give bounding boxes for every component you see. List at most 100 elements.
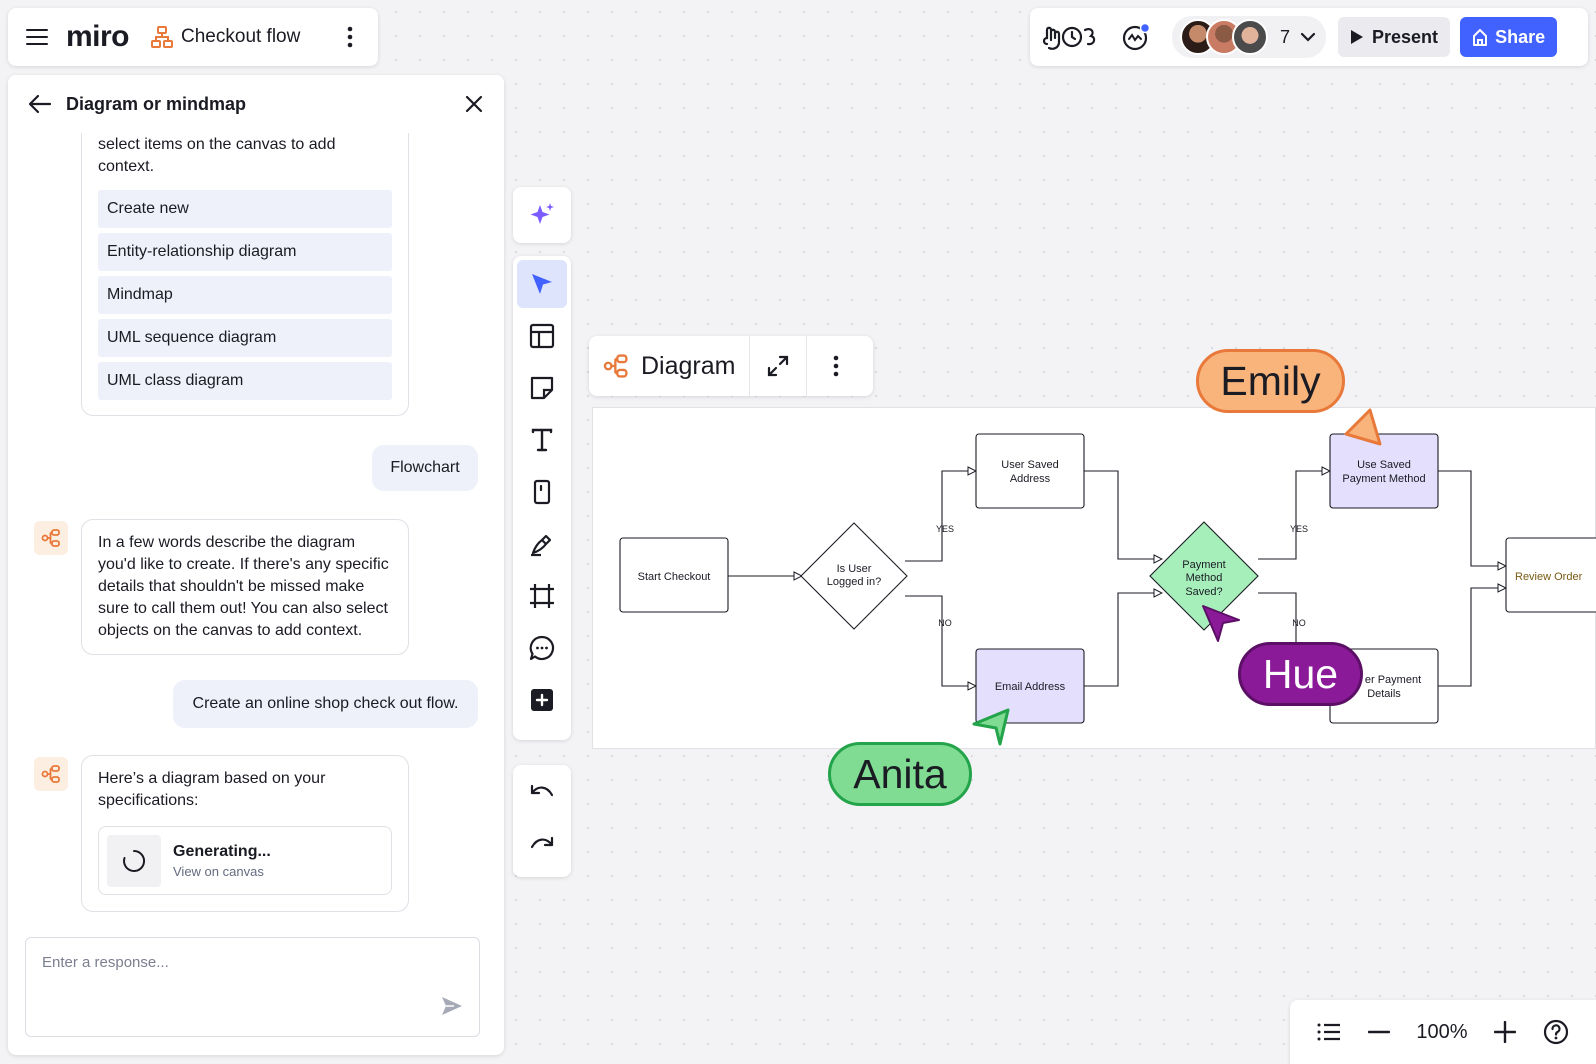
yes-label: YES — [936, 524, 954, 534]
reactions-icon[interactable] — [1040, 17, 1100, 57]
user-message-request: Create an online shop check out flow. — [173, 680, 478, 728]
select-tool[interactable] — [517, 260, 567, 308]
frame-tool[interactable] — [517, 572, 567, 620]
ai-options-message: select items on the canvas to add contex… — [81, 105, 409, 416]
pen-icon — [531, 534, 552, 557]
loading-spinner-icon — [107, 834, 161, 887]
redo-button[interactable] — [517, 821, 567, 869]
menu-icon[interactable] — [22, 22, 52, 52]
option-create-new[interactable]: Create new — [98, 190, 392, 228]
zoom-in-icon[interactable] — [1494, 1021, 1517, 1043]
emily-cursor-icon — [1344, 408, 1382, 446]
branch-labels: YES NO YES NO — [936, 524, 1308, 628]
diagram-more-button[interactable] — [807, 336, 864, 396]
panel-header: Diagram or mindmap — [8, 75, 504, 133]
node-label: Use Saved — [1357, 459, 1411, 471]
node-label: Method — [1186, 572, 1223, 584]
option-uml-class[interactable]: UML class diagram — [98, 362, 392, 400]
collaboration-bar: 7 Present Share — [1030, 8, 1588, 66]
share-label: Share — [1495, 26, 1546, 47]
pen-tool[interactable] — [517, 520, 567, 568]
response-placeholder: Enter a response... — [42, 954, 169, 971]
response-input[interactable]: Enter a response... — [25, 937, 480, 1037]
present-button[interactable]: Present — [1338, 17, 1451, 57]
node-label: Review Order — [1515, 571, 1583, 583]
play-icon — [1351, 30, 1364, 44]
node-label: er Payment — [1365, 674, 1421, 686]
more-vertical-icon — [833, 355, 839, 377]
miro-logo[interactable]: miro — [66, 20, 130, 53]
node-label: Payment Method — [1342, 473, 1425, 485]
node-email-address[interactable]: Email Address — [975, 648, 1085, 724]
text-icon — [531, 428, 553, 452]
collaborator-count: 7 — [1280, 26, 1291, 47]
node-is-logged-in[interactable]: Is User Logged in? — [800, 522, 908, 630]
flowchart-diagram: YES NO YES NO Start Checkout Is User Log… — [619, 433, 1596, 724]
node-review-order[interactable]: Review Order — [1505, 537, 1596, 613]
option-er-diagram[interactable]: Entity-relationship diagram — [98, 233, 392, 271]
option-uml-sequence[interactable]: UML sequence diagram — [98, 319, 392, 357]
node-payment-method-saved[interactable]: Payment Method Saved? — [1149, 521, 1259, 631]
anita-cursor-icon — [972, 708, 1010, 746]
ai-assistant-icon — [34, 521, 68, 555]
view-on-canvas-link[interactable]: View on canvas — [173, 863, 264, 879]
option-mindmap[interactable]: Mindmap — [98, 276, 392, 314]
panel-title: Diagram or mindmap — [66, 93, 247, 114]
node-label: Saved? — [1185, 586, 1222, 598]
node-label: User Saved — [1001, 459, 1058, 471]
generating-card[interactable]: Generating... View on canvas — [98, 826, 392, 895]
creation-toolbar — [513, 256, 571, 740]
generating-title: Generating... — [173, 842, 271, 860]
node-label: Address — [1010, 473, 1051, 485]
cursor-label-emily: Emily — [1196, 349, 1345, 413]
zoom-out-icon[interactable] — [1367, 1030, 1390, 1034]
node-start-checkout[interactable]: Start Checkout — [619, 537, 729, 613]
cursor-label-anita: Anita — [828, 742, 972, 806]
plus-square-icon — [531, 689, 553, 711]
flow-icon — [151, 26, 174, 48]
expand-button[interactable] — [750, 336, 808, 396]
history-toolbar — [513, 765, 571, 877]
outline-list-icon[interactable] — [1317, 1022, 1341, 1042]
board-header: miro Checkout flow — [8, 8, 378, 66]
node-user-saved-address[interactable]: User Saved Address — [975, 433, 1085, 509]
send-icon[interactable] — [441, 996, 463, 1016]
collaborator-avatars[interactable]: 7 — [1172, 16, 1327, 58]
intro-text: select items on the canvas to add contex… — [98, 136, 336, 175]
no-label: NO — [938, 618, 952, 628]
diagram-type-button[interactable]: Diagram — [589, 336, 751, 396]
node-label: Details — [1367, 688, 1401, 700]
ai-prompt-message: In a few words describe the diagram you'… — [81, 519, 409, 655]
node-label: Is User — [837, 563, 872, 575]
more-tools[interactable] — [517, 676, 567, 724]
flowchart-frame[interactable]: YES NO YES NO Start Checkout Is User Log… — [592, 407, 1596, 749]
back-arrow-icon[interactable] — [28, 94, 52, 114]
node-use-saved-payment[interactable]: Use Saved Payment Method — [1329, 433, 1439, 509]
avatar[interactable] — [1232, 19, 1268, 55]
card-tool[interactable] — [517, 468, 567, 516]
activity-chat-icon[interactable] — [1116, 17, 1156, 57]
comment-tool[interactable] — [517, 624, 567, 672]
more-options-icon[interactable] — [336, 22, 364, 52]
undo-icon — [530, 784, 554, 797]
help-icon[interactable] — [1543, 1019, 1569, 1045]
undo-button[interactable] — [517, 769, 567, 817]
templates-tool[interactable] — [517, 312, 567, 360]
cursor-arrow-icon — [532, 274, 552, 294]
ai-sparkle-icon[interactable] — [528, 201, 556, 229]
chevron-down-icon[interactable] — [1300, 32, 1316, 42]
yes-label: YES — [1290, 524, 1308, 534]
text-tool[interactable] — [517, 416, 567, 464]
node-label: Logged in? — [827, 576, 881, 588]
node-label: Payment — [1182, 559, 1225, 571]
board-title[interactable]: Checkout flow — [181, 26, 301, 47]
connectors — [728, 471, 1506, 686]
close-icon[interactable] — [464, 94, 484, 114]
expand-icon — [768, 355, 789, 377]
ai-toolbar — [513, 187, 571, 243]
ai-diagram-panel: Diagram or mindmap select items on the c… — [8, 75, 504, 1055]
share-button[interactable]: Share — [1460, 17, 1558, 57]
comment-icon — [529, 635, 555, 661]
zoom-level[interactable]: 100% — [1416, 1020, 1468, 1043]
sticky-note-tool[interactable] — [517, 364, 567, 412]
